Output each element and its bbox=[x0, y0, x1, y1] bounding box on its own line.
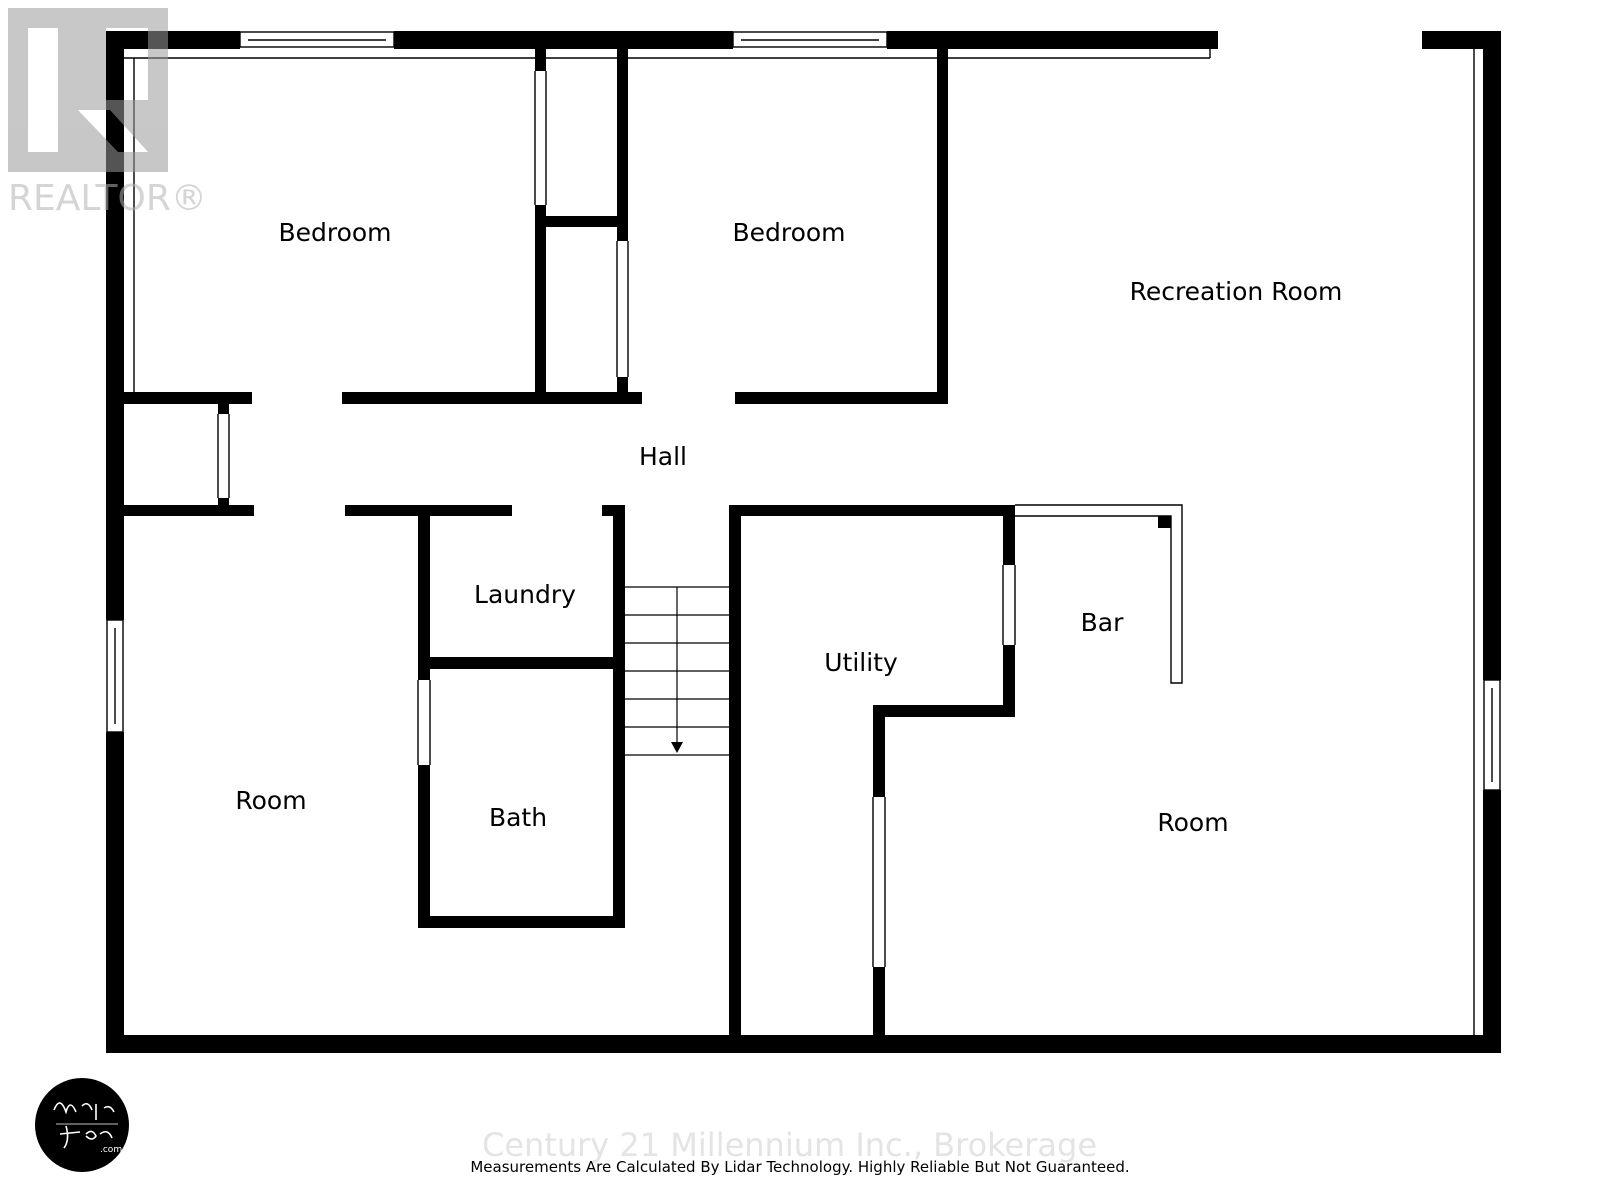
label-utility: Utility bbox=[824, 648, 898, 677]
label-bar: Bar bbox=[1081, 608, 1124, 637]
bar-counter bbox=[1015, 504, 1183, 684]
realtor-r-icon bbox=[8, 8, 168, 172]
realtor-wordmark: REALTOR® bbox=[8, 178, 207, 219]
disclaimer-text: Measurements Are Calculated By Lidar Tec… bbox=[470, 1158, 1129, 1176]
label-laundry: Laundry bbox=[474, 580, 576, 609]
label-room-right: Room bbox=[1157, 808, 1228, 837]
top-window-1 bbox=[239, 31, 395, 49]
svg-text:.com: .com bbox=[100, 1145, 122, 1155]
realtor-logo: REALTOR® bbox=[8, 8, 207, 219]
outer-walls bbox=[106, 31, 1501, 1053]
stairs bbox=[625, 586, 729, 756]
wylie-ford-logo: .com bbox=[35, 1078, 129, 1172]
right-window bbox=[1483, 679, 1501, 791]
label-bedroom-right: Bedroom bbox=[732, 218, 845, 247]
top-window-2 bbox=[732, 31, 888, 49]
label-bath: Bath bbox=[489, 803, 547, 832]
stair-arrow-icon bbox=[671, 742, 683, 753]
door-jambs bbox=[217, 71, 1016, 967]
top-opening bbox=[124, 31, 1422, 59]
label-bedroom-left: Bedroom bbox=[278, 218, 391, 247]
interior-walls bbox=[106, 49, 1015, 1035]
left-window bbox=[106, 619, 124, 733]
label-recreation-room: Recreation Room bbox=[1130, 277, 1343, 306]
label-hall: Hall bbox=[639, 442, 687, 471]
brokerage-watermark: Century 21 Millennium Inc., Brokerage bbox=[482, 1126, 1097, 1164]
label-room-left: Room bbox=[235, 786, 306, 815]
